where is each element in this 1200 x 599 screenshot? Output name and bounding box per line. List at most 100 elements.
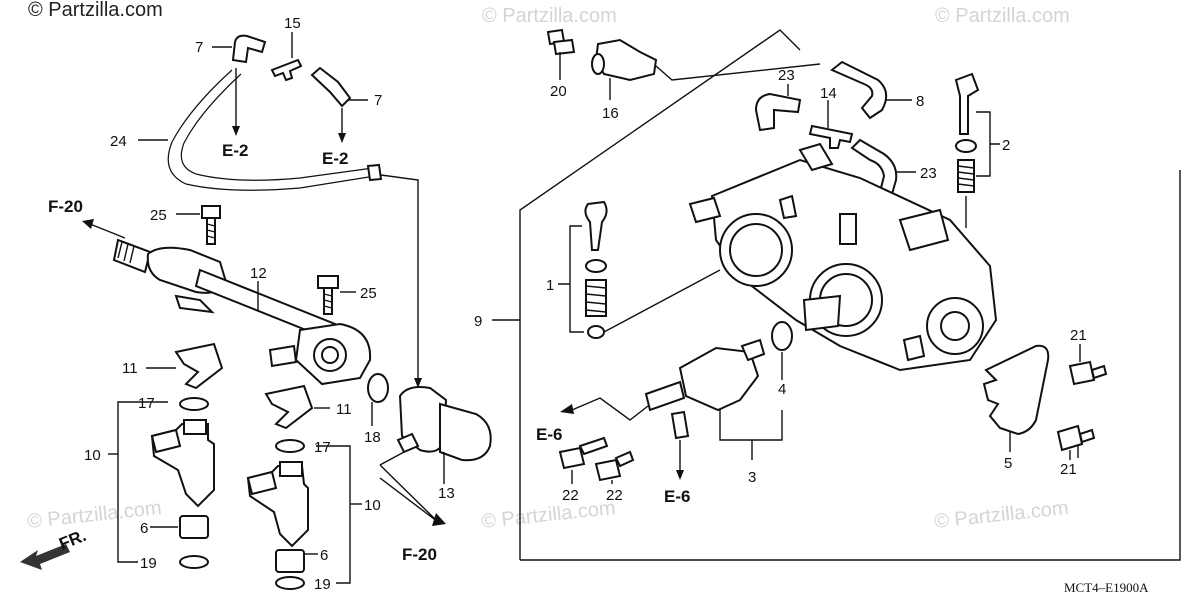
callout-7-right: 7 [374, 92, 382, 109]
ref-f20-bottom: F-20 [402, 545, 437, 564]
arrow-e2-right-head [338, 133, 346, 143]
ref-f20-top: F-20 [48, 197, 83, 216]
pressure-regulator-13[interactable] [396, 386, 492, 462]
route-arrow-13 [414, 378, 422, 388]
idle-screw-2[interactable] [954, 72, 980, 193]
o-ring-19-left[interactable] [179, 555, 209, 569]
callout-6-right: 6 [320, 547, 328, 564]
callout-22-right: 22 [606, 487, 623, 504]
callout-13: 13 [438, 485, 455, 502]
bracket-1 [558, 225, 584, 333]
idle-screw-1[interactable] [584, 200, 608, 339]
callout-12: 12 [250, 265, 267, 282]
arrow-f20-bottom-head [432, 513, 446, 526]
callout-24: 24 [110, 133, 127, 150]
tee-fitting-15[interactable] [270, 58, 303, 82]
hose-24[interactable] [167, 69, 383, 191]
callout-4: 4 [778, 381, 786, 398]
injector-clip-11-right[interactable] [264, 384, 314, 430]
ref-e6-left: E-6 [536, 425, 562, 444]
watermark-top-center: © Partzilla.com [482, 5, 617, 27]
callout-6-left: 6 [140, 520, 148, 537]
bolt-22-left[interactable] [558, 436, 609, 470]
bolt-25-upper[interactable] [201, 205, 221, 245]
front-label: FR. [56, 526, 89, 554]
bracket-right-injector [316, 445, 351, 584]
callout-22-left: 22 [562, 487, 579, 504]
callout-11-left: 11 [122, 360, 138, 377]
bracket-3 [719, 410, 783, 460]
bolt-20[interactable] [546, 28, 576, 56]
watermark-top-left: © Partzilla.com [28, 0, 163, 21]
arrow-e6-bottom-head [676, 470, 684, 480]
hose-8[interactable] [830, 60, 888, 120]
arrow-e2-left-head [232, 126, 240, 136]
bolt-25-lower[interactable] [317, 275, 339, 315]
callout-15: 15 [284, 15, 301, 32]
o-ring-17-left[interactable] [179, 397, 209, 411]
bracket-2 [976, 111, 1000, 177]
fuel-joint-3[interactable] [644, 338, 766, 440]
arrow-f20-top-line [89, 223, 126, 239]
bracket-frame-9 [519, 29, 1181, 561]
arrow-e6-left-head [560, 404, 574, 414]
o-ring-17-right[interactable] [275, 439, 305, 453]
hose-7-top-left[interactable] [231, 34, 267, 64]
bolt-22-right[interactable] [594, 450, 635, 482]
o-ring-4[interactable] [771, 321, 793, 351]
callout-9: 9 [474, 313, 482, 330]
callout-14: 14 [820, 85, 837, 102]
cover-5[interactable] [982, 344, 1050, 436]
callout-19-left: 19 [140, 555, 157, 572]
callout-18: 18 [364, 429, 381, 446]
fuel-injector-10-left[interactable] [150, 419, 215, 508]
fuel-injector-10-right[interactable] [246, 461, 309, 548]
sensor-16[interactable] [591, 38, 658, 82]
arrow-e6-left-line [571, 397, 649, 421]
callout-20: 20 [550, 83, 567, 100]
callout-19-right: 19 [314, 576, 331, 593]
callout-10-left: 10 [84, 447, 101, 464]
callout-17-right: 17 [314, 439, 331, 456]
hose-23-left[interactable] [754, 92, 802, 132]
hose-7-top-right[interactable] [310, 66, 352, 108]
fuel-rail-12[interactable] [112, 238, 372, 386]
callout-11-right: 11 [336, 401, 352, 418]
bolt-21-upper[interactable] [1068, 360, 1108, 386]
callout-16: 16 [602, 105, 619, 122]
bracket-left-injector [117, 401, 168, 563]
callout-10-right: 10 [364, 497, 381, 514]
diagram-code: MCT4–E1900A [1064, 580, 1149, 595]
o-ring-18[interactable] [367, 373, 389, 403]
tee-fitting-14[interactable] [808, 124, 854, 149]
callout-1: 1 [546, 277, 554, 294]
callout-25-lower: 25 [360, 285, 377, 302]
injector-clip-11-left[interactable] [174, 342, 224, 390]
callout-25-upper: 25 [150, 207, 167, 224]
front-direction-arrow [20, 544, 70, 570]
callout-21-upper: 21 [1070, 327, 1087, 344]
callout-5: 5 [1004, 455, 1012, 472]
ref-e2-left: E-2 [222, 141, 248, 160]
leader-1-link [603, 269, 721, 333]
callout-3: 3 [748, 469, 756, 486]
cushion-ring-6-left[interactable] [179, 515, 209, 539]
cushion-ring-6-right[interactable] [275, 549, 305, 573]
throttle-body-9[interactable] [688, 142, 998, 372]
callout-23-left: 23 [778, 67, 795, 84]
arrow-f20-bottom-lines [379, 451, 439, 523]
callout-17-left: 17 [138, 395, 155, 412]
o-ring-19-right[interactable] [275, 576, 305, 590]
bolt-21-lower[interactable] [1056, 424, 1096, 452]
ref-e2-right: E-2 [322, 149, 348, 168]
watermark-bottom-right: © Partzilla.com [933, 497, 1069, 533]
callout-23-right: 23 [920, 165, 937, 182]
callout-21-lower: 21 [1060, 461, 1077, 478]
hose-24-route-line [380, 174, 419, 380]
callout-7-left: 7 [195, 39, 203, 56]
leader-16-route [655, 63, 821, 81]
callout-2: 2 [1002, 137, 1010, 154]
watermark-top-right: © Partzilla.com [935, 5, 1070, 27]
arrow-f20-top-head [82, 219, 94, 229]
